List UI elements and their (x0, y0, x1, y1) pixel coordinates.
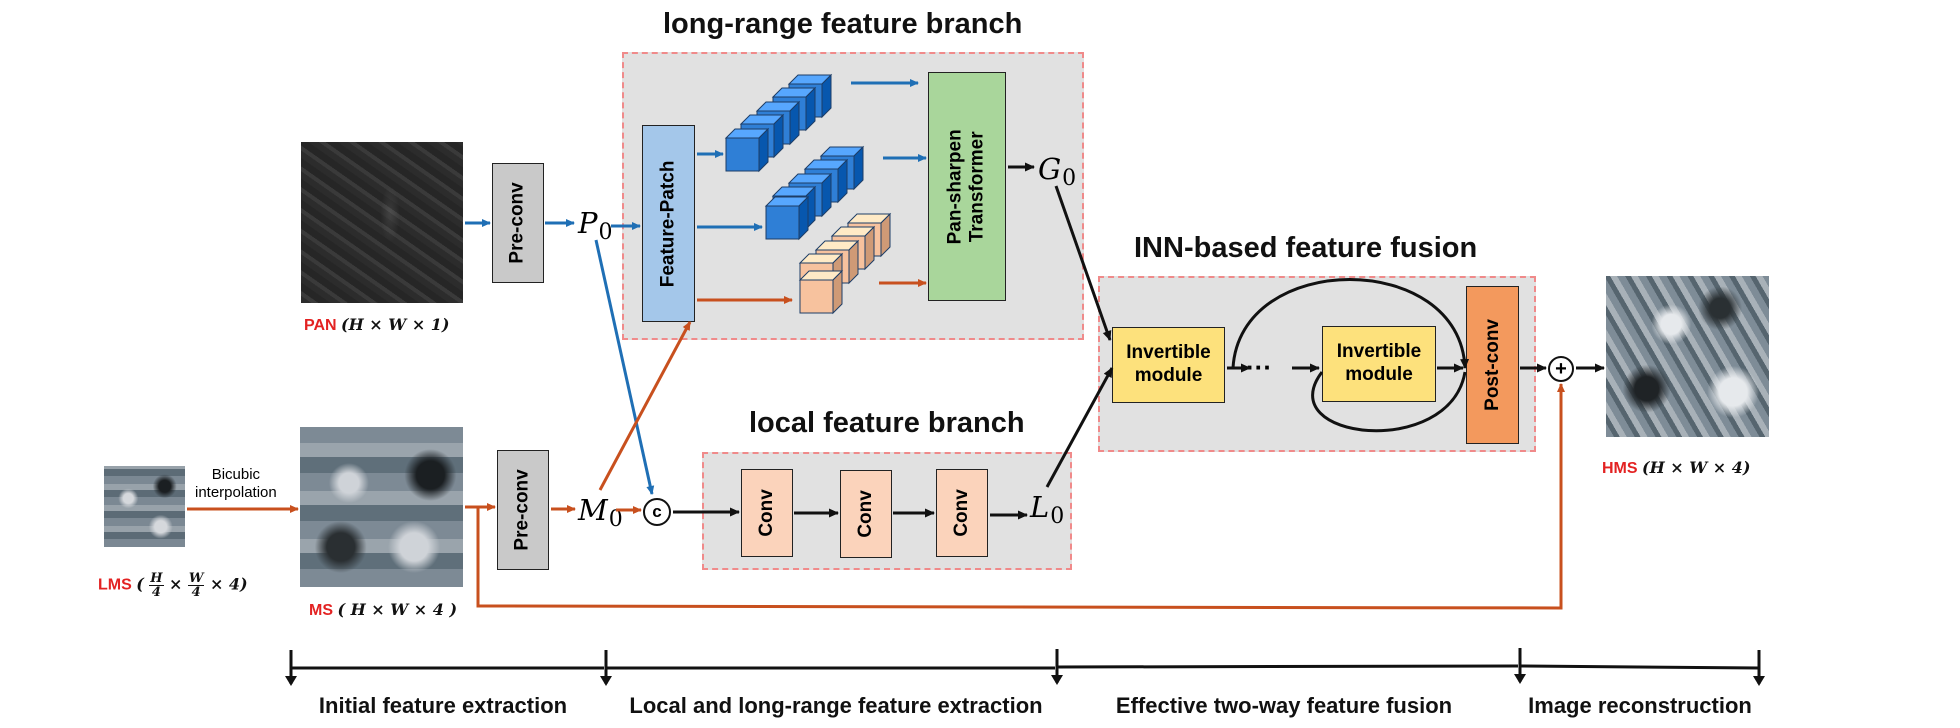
transformer-line2: Transformer (967, 131, 988, 242)
ms-image (300, 427, 463, 587)
stage-label-2: Local and long-range feature extraction (629, 693, 1043, 718)
lms-frac-h-den: 4 (151, 585, 161, 600)
inn-fusion-title: INN-based feature fusion (1134, 232, 1478, 264)
ms-name: MS (309, 602, 333, 619)
timeline-seg-4 (1519, 664, 1760, 670)
stage-label-1: Initial feature extraction (318, 693, 568, 718)
invertible-module-2: Invertible module (1322, 326, 1436, 402)
timeline-tick-head-0 (285, 676, 297, 686)
hms-name: HMS (1602, 460, 1638, 477)
invertible-module-1: Invertible module (1112, 327, 1225, 403)
lms-image (104, 466, 185, 547)
post-conv-block: Post-conv (1466, 286, 1519, 444)
conv-block-1: Conv (741, 469, 793, 557)
stage-label-3: Effective two-way feature fusion (1115, 693, 1453, 718)
var-g0: G0 (1038, 152, 1076, 191)
arrow-m0-to-featpatch (598, 321, 692, 491)
add-operator: + (1548, 356, 1574, 382)
long-range-branch-title: long-range feature branch (663, 8, 1023, 40)
bicubic-line1: Bicubic (211, 466, 261, 483)
transformer-label: Pan-sharpen Transformer (945, 129, 989, 244)
add-symbol: + (1555, 357, 1567, 380)
timeline-tick-head-4 (1753, 676, 1765, 686)
preconv-pan-label: Pre-conv (507, 182, 529, 264)
inv1-line1: Invertible (1126, 342, 1211, 364)
hms-image (1606, 276, 1769, 437)
preconv-ms-block: Pre-conv (497, 450, 549, 570)
ellipsis-dots: ··· (1246, 352, 1272, 382)
timeline-ticks (285, 648, 1765, 686)
lms-name: LMS (98, 576, 132, 594)
var-m0-letter: M (578, 493, 608, 527)
pan-sharpen-transformer-block: Pan-sharpen Transformer (928, 72, 1006, 301)
var-p0: P0 (578, 206, 613, 245)
lms-rest: × 4) (209, 574, 248, 594)
conv-block-2: Conv (840, 470, 892, 558)
var-l0-sub: 0 (1050, 504, 1065, 529)
post-conv-label: Post-conv (1481, 319, 1503, 411)
var-m0-sub: 0 (608, 507, 623, 532)
var-m0: M0 (578, 493, 623, 532)
var-p0-letter: P (578, 206, 598, 240)
lms-times: × (169, 574, 183, 594)
var-p0-sub: 0 (598, 220, 613, 245)
var-l0: L0 (1030, 490, 1064, 529)
concat-operator: c (643, 498, 671, 526)
stage-label-4: Image reconstruction (1528, 693, 1752, 718)
conv-1-label: Conv (756, 489, 778, 537)
bicubic-label: Bicubic interpolation (195, 466, 277, 502)
feature-patch-block: Feature-Patch (642, 125, 695, 322)
var-g0-sub: 0 (1062, 166, 1077, 191)
pan-label: PAN (H × W × 1) (304, 315, 450, 335)
timeline-tick-head-1 (600, 676, 612, 686)
hms-label: HMS (H × W × 4) (1602, 458, 1750, 478)
timeline-tick-head-3 (1514, 674, 1526, 684)
hms-formula: (H × W × 4) (1642, 458, 1751, 477)
local-branch-title: local feature branch (749, 407, 1025, 439)
lms-frac-w-num: W (187, 571, 205, 586)
preconv-ms-label: Pre-conv (512, 469, 534, 551)
inv2-line2: module (1345, 364, 1413, 385)
bicubic-line2: interpolation (195, 484, 277, 501)
transformer-line1: Pan-sharpen (945, 128, 967, 245)
concat-symbol: c (652, 502, 662, 521)
feature-patch-label: Feature-Patch (657, 160, 679, 287)
ms-formula: ( H × W × 4 ) (337, 600, 458, 619)
inv2-line1: Invertible (1336, 341, 1422, 363)
preconv-pan-block: Pre-conv (492, 163, 544, 283)
conv-block-3: Conv (936, 469, 988, 557)
var-l0-letter: L (1030, 490, 1050, 524)
pan-formula: (H × W × 1) (341, 315, 450, 334)
long-range-branch-box (622, 52, 1084, 340)
lms-frac-w-den: 4 (191, 585, 201, 600)
var-g0-letter: G (1038, 152, 1062, 186)
conv-3-label: Conv (951, 489, 973, 537)
pan-image (301, 142, 463, 303)
lms-open: ( (136, 574, 144, 594)
ms-label: MS ( H × W × 4 ) (309, 600, 457, 620)
inv1-line2: module (1134, 365, 1203, 386)
timeline-tick-head-2 (1051, 675, 1063, 685)
pan-name: PAN (304, 317, 337, 334)
timeline-seg-3 (1056, 664, 1519, 669)
conv-2-label: Conv (855, 490, 877, 538)
lms-frac-h-num: H (149, 571, 164, 586)
